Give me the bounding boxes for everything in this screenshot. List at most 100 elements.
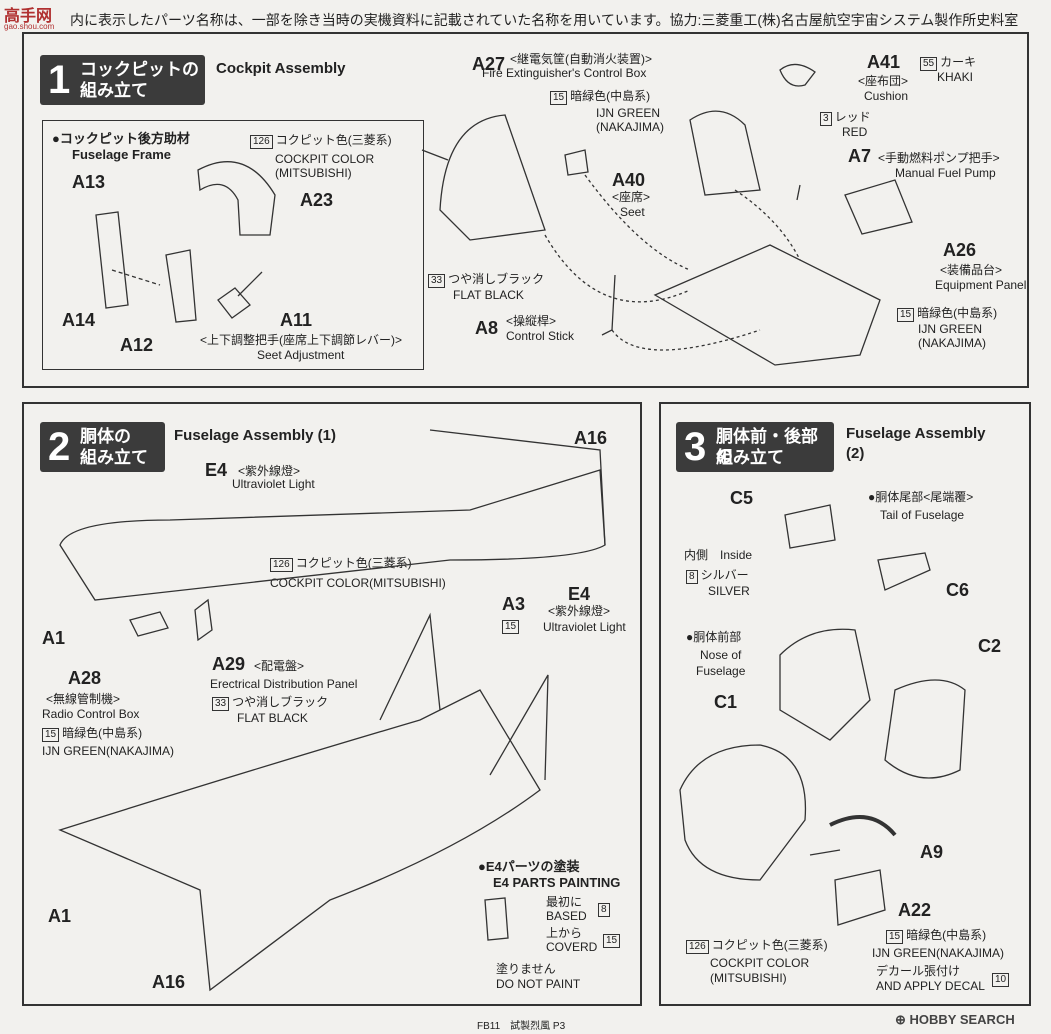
page-footer: FB11 試製烈風 P3 (477, 1021, 566, 1032)
a28-color-en: IJN GREEN(NAKAJIMA) (42, 744, 175, 758)
color-number: 10 (992, 973, 1010, 987)
frame-label-jp: ●コックピット後方助材 (52, 131, 190, 146)
color-number: 15 (886, 930, 904, 944)
part-a8: A8 (475, 318, 499, 338)
color-number: 8 (598, 903, 610, 917)
step1-badge: 1 コックピットの 組み立て (40, 55, 205, 105)
a8-jp: <操縦桿> (506, 314, 557, 328)
nose-jp: ●胴体前部 (686, 630, 742, 644)
tail-jp: ●胴体尾部<尾端覆> (868, 490, 974, 504)
paint-over-jp: 上から (546, 926, 583, 940)
part-a3: A3 (502, 594, 526, 614)
color-number: 15 (897, 308, 915, 322)
a40-en: Seet (620, 205, 645, 219)
part-a11: A11 (280, 310, 313, 330)
a26-color-en-1: IJN GREEN (918, 322, 983, 336)
paint-first-en: BASED (546, 909, 587, 923)
tail-en: Tail of Fuselage (880, 508, 965, 522)
a11-en: Seet Adjustment (257, 348, 345, 362)
header-note: 内に表示したパーツ名称は、一部を除き当時の実機資料に記載されていた名称を用いてい… (70, 12, 1019, 28)
paint-over-en: COVERD (546, 940, 598, 954)
paint-first-jp: 最初に (546, 895, 583, 909)
step2-badge: 2 胴体の 組み立て (40, 422, 165, 472)
c-color-en-2: (MITSUBISHI) (710, 971, 787, 985)
color-number: 126 (250, 135, 273, 149)
color-number: 33 (212, 697, 230, 711)
color-number: 15 (42, 728, 60, 742)
color-number: 33 (428, 274, 446, 288)
decal-num: 10 (992, 971, 1012, 987)
part-a16: A16 (574, 428, 608, 448)
part-c1: C1 (714, 692, 738, 712)
inside-label: 内側 Inside (684, 548, 753, 562)
a16-color-en: COCKPIT COLOR(MITSUBISHI) (270, 576, 446, 590)
part-a41: A41 (867, 52, 901, 72)
a8-en: Control Stick (506, 329, 575, 343)
decal-en: AND APPLY DECAL (876, 979, 985, 993)
color-number: 126 (270, 558, 293, 572)
part-a7: A7 (848, 146, 872, 166)
a27-color-en-1: IJN GREEN (596, 106, 661, 120)
step2-title-en: Fuselage Assembly (1) (174, 427, 337, 444)
part-a27: A27 (472, 54, 506, 74)
a41-jp: <座布団> (858, 74, 909, 88)
a26-en: Equipment Panel (935, 278, 1027, 292)
a26-jp: <装備品台> (940, 263, 1003, 277)
step3-title-jp-1: 胴体前・後部の (716, 427, 818, 466)
a22-color-en: IJN GREEN(NAKAJIMA) (872, 946, 1005, 960)
a29-color-en: FLAT BLACK (237, 711, 308, 725)
a29-jp: <配電盤> (254, 659, 305, 673)
paint-none-en: DO NOT PAINT (496, 977, 581, 991)
watermark-sub: gao.shou.com (4, 22, 55, 31)
silver-en: SILVER (708, 584, 750, 598)
a3-color: 15 (502, 618, 522, 634)
a27-color-en-2: (NAKAJIMA) (596, 120, 665, 134)
step1-title-en: Cockpit Assembly (216, 60, 346, 77)
a28-jp: <無線管制機> (46, 692, 121, 706)
step3-number: 3 (684, 425, 707, 469)
step1-title-jp-2: 組み立て (80, 81, 148, 100)
step1-number: 1 (48, 58, 71, 102)
frame-color-en-1: COCKPIT COLOR (275, 152, 375, 166)
a7-jp: <手動燃料ポンプ把手> (878, 151, 1000, 165)
step3-title-en-2: (2) (846, 445, 865, 462)
color-number: 126 (686, 940, 709, 954)
part-a9: A9 (920, 842, 944, 862)
e4b-jp: <紫外線燈> (548, 604, 611, 618)
watermark-logo: 高手网 (4, 8, 53, 25)
e4b-en: Ultraviolet Light (543, 620, 626, 634)
part-a22: A22 (898, 900, 932, 920)
step1-title-jp-1: コックピットの (80, 60, 199, 79)
fuselage-frame-subpanel (42, 120, 424, 370)
part-c6: C6 (946, 580, 970, 600)
e4-jp: <紫外線燈> (238, 464, 301, 478)
color-number: 15 (603, 934, 621, 948)
part-a16-lower: A16 (152, 972, 186, 992)
color-number: 55 (920, 57, 938, 71)
part-a1: A1 (42, 628, 66, 648)
part-a40: A40 (612, 170, 646, 190)
part-a12: A12 (120, 335, 154, 355)
frame-color-en-2: (MITSUBISHI) (275, 166, 352, 180)
khaki-en: KHAKI (937, 70, 974, 84)
step2-title-jp-2: 組み立て (80, 448, 148, 467)
a7-en: Manual Fuel Pump (895, 166, 996, 180)
part-a28: A28 (68, 668, 102, 688)
brand-watermark: ⊕ HOBBY SEARCH (895, 1012, 1015, 1027)
step3-title-en-1: Fuselage Assembly (846, 425, 986, 442)
step2-number: 2 (48, 425, 71, 469)
part-e4-right: E4 (568, 584, 591, 604)
paint-none-jp: 塗りません (496, 962, 556, 976)
a41-en: Cushion (864, 89, 909, 103)
black-en: FLAT BLACK (453, 288, 524, 302)
part-a29: A29 (212, 654, 246, 674)
